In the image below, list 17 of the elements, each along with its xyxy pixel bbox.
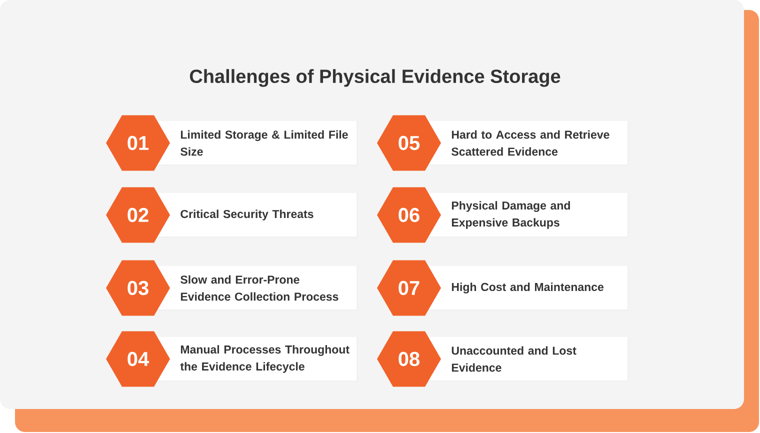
number-hexagon: 07 xyxy=(377,260,441,316)
text-card: Physical Damage and Expensive Backups xyxy=(426,192,628,238)
number-hexagon: 08 xyxy=(377,331,441,387)
title: Challenges of Physical Evidence Storage xyxy=(190,69,560,87)
text-card: Manual Processes Throughout the Evidence Lifecycle xyxy=(154,336,358,382)
text-card: Hard to Access and Retrieve Scattered Evidence xyxy=(426,120,628,166)
number-hexagon: 01 xyxy=(106,115,170,171)
number-hexagon: 05 xyxy=(377,115,441,171)
text-card: Limited Storage & Limited File Size xyxy=(154,120,358,166)
number-hexagon: 06 xyxy=(377,187,441,243)
number-hexagon: 03 xyxy=(106,260,170,316)
text-card: Critical Security Threats xyxy=(154,192,358,238)
number-hexagon: 02 xyxy=(106,187,170,243)
text-card: High Cost and Maintenance xyxy=(426,266,628,310)
text-card: Slow and Error-Prone Evidence Collection Process xyxy=(154,266,358,310)
number-hexagon: 04 xyxy=(106,331,170,387)
text-card: Unaccounted and Lost Evidence xyxy=(426,336,628,382)
